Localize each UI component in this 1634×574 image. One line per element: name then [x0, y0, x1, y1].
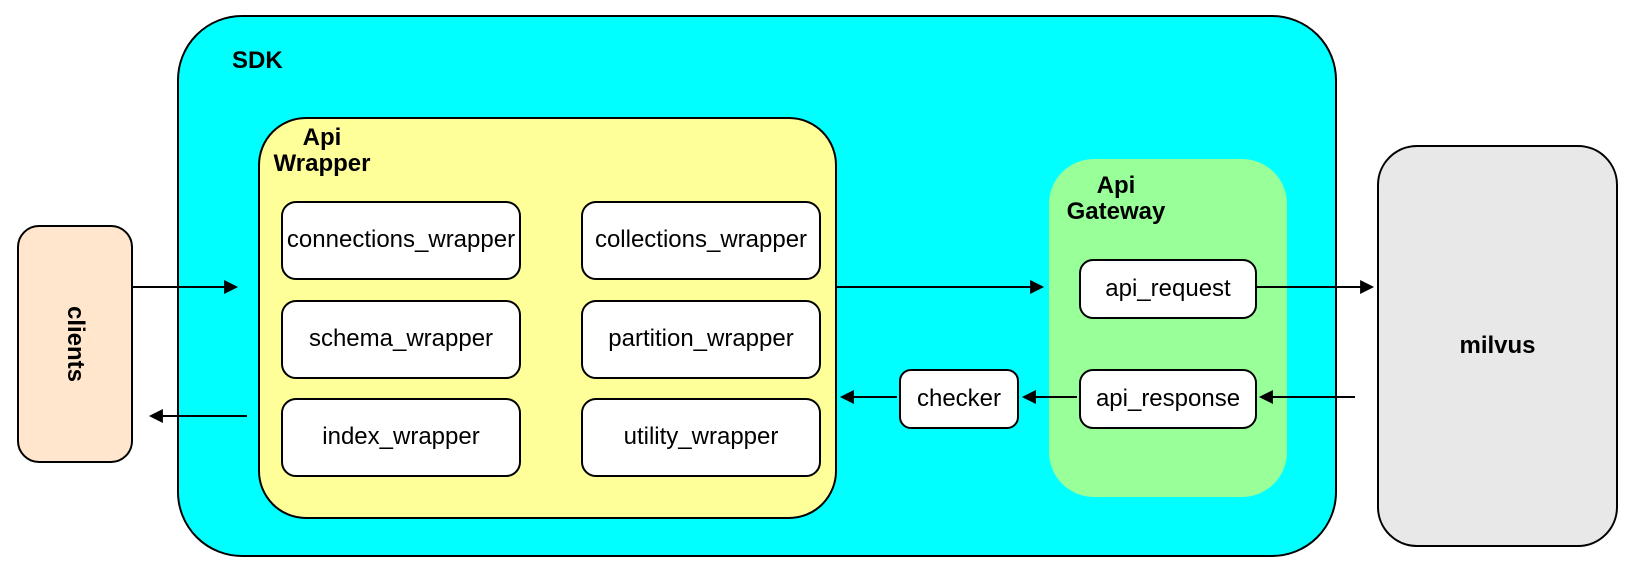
api-wrapper-label: Api Wrapper	[260, 125, 384, 177]
api-gateway-label-line2: Gateway	[1066, 198, 1166, 225]
utility-wrapper-node: utility_wrapper	[581, 398, 821, 477]
sdk-label: SDK	[232, 47, 283, 74]
api-wrapper-label-line1: Api	[302, 124, 342, 151]
connections-wrapper-node: connections_wrapper	[281, 201, 521, 280]
milvus-node: milvus	[1377, 145, 1618, 547]
api-request-node: api_request	[1079, 259, 1257, 319]
checker-node: checker	[899, 369, 1019, 429]
api-response-node: api_response	[1079, 369, 1257, 429]
partition-wrapper-node: partition_wrapper	[581, 300, 821, 379]
api-gateway-label-line1: Api	[1096, 172, 1136, 199]
clients-label: clients	[62, 305, 89, 383]
schema-wrapper-node: schema_wrapper	[281, 300, 521, 379]
sdk-container: SDK Api Wrapper connections_wrapper coll…	[177, 15, 1337, 557]
api-gateway-container: Api Gateway api_request api_response	[1049, 159, 1287, 497]
clients-node: clients	[17, 225, 133, 463]
api-wrapper-label-line2: Wrapper	[273, 150, 371, 177]
collections-wrapper-node: collections_wrapper	[581, 201, 821, 280]
api-wrapper-container: Api Wrapper connections_wrapper collecti…	[258, 117, 837, 519]
api-gateway-label: Api Gateway	[1049, 173, 1183, 225]
index-wrapper-node: index_wrapper	[281, 398, 521, 477]
